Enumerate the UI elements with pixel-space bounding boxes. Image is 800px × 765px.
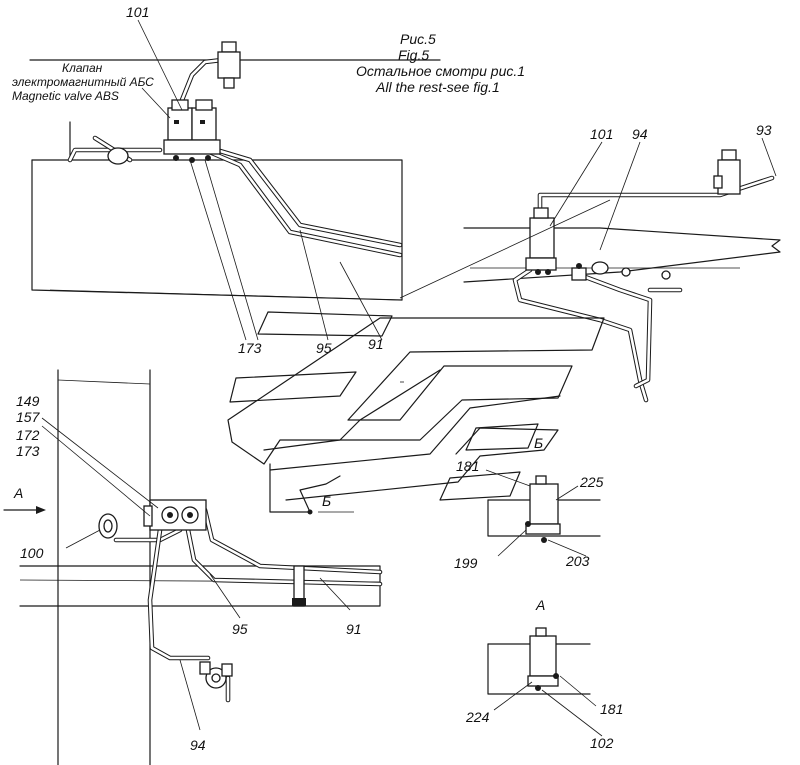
valve-note-en: Magnetic valve ABS: [12, 89, 119, 103]
valve-note-ru-2: электромагнитный АБС: [12, 75, 154, 89]
side-rail: [19, 565, 381, 607]
valve-note: Клапан электромагнитный АБС Magnetic val…: [12, 61, 154, 103]
caption-ru: Рис.5: [400, 31, 436, 47]
plate-top: [257, 311, 393, 337]
callout-224: 224: [465, 709, 490, 725]
detail-b-frame: [487, 499, 601, 537]
chassis-perspective: Б Б: [227, 199, 611, 515]
valve-connector-right: [195, 99, 213, 111]
arrow-a: [3, 506, 46, 514]
plate-mid: [229, 371, 357, 403]
callout-91-bottom: 91: [346, 621, 362, 637]
valve-base: [163, 139, 221, 155]
callout-95-bottom: 95: [232, 621, 248, 637]
caption-rest-en: All the rest-see fig.1: [375, 79, 500, 95]
chassis-outline: [227, 317, 605, 465]
callout-199: 199: [454, 555, 478, 571]
chassis-inner: [263, 369, 441, 451]
view-mark-a: А: [535, 597, 545, 613]
leaders-top-left: [137, 19, 383, 341]
callout-172: 172: [16, 427, 40, 443]
rail-clamp: [292, 565, 306, 607]
frame-beam-top: [31, 159, 403, 301]
view-mark-b-top: Б: [534, 435, 543, 451]
pipe-clamp-bottom: [98, 513, 118, 539]
abs-valve-left: [167, 107, 193, 141]
callout-102: 102: [590, 735, 614, 751]
view-top-left: 101 173 95 91 Клапан электромагнитный АБ…: [12, 4, 441, 356]
view-bottom-left: А 149 157 172 173 100 95 91 94: [3, 369, 383, 765]
callout-93: 93: [756, 122, 772, 138]
fitting: [205, 155, 211, 161]
pressure-sensor-top: [217, 41, 241, 89]
callout-101: 101: [126, 4, 149, 20]
frame-beam: [31, 159, 403, 301]
callout-94-bottom: 94: [190, 737, 206, 753]
pipe-clamp: [107, 147, 129, 165]
fitting: [173, 155, 179, 161]
chassis-front: [269, 463, 341, 513]
valve-note-ru: Клапан: [62, 61, 103, 75]
valve-marking: [200, 120, 205, 124]
view-top-right: 101 94 93: [463, 122, 781, 403]
plate-right-1: [465, 423, 539, 451]
fitting: [189, 157, 195, 163]
detail-b-valve: [529, 483, 559, 525]
detail-a: А 224 181 102: [465, 597, 623, 751]
callout-95: 95: [316, 340, 332, 356]
valve-marking: [174, 120, 179, 124]
callout-173: 173: [238, 340, 262, 356]
abs-valve-bottom: [143, 499, 207, 531]
callout-91: 91: [368, 336, 384, 352]
callout-101-right: 101: [590, 126, 613, 142]
frame-beam-right: [463, 227, 781, 283]
pipes-top-left: [67, 57, 403, 258]
abs-valve-right-view: [525, 207, 557, 275]
abs-valve-assembly: [163, 99, 221, 163]
callout-181-a: 181: [600, 701, 623, 717]
leaders-top-right: [549, 137, 777, 251]
plate-right-2: [439, 471, 521, 501]
frame-beam-edge: [49, 289, 401, 301]
callout-225: 225: [579, 474, 604, 490]
detail-a-frame: [487, 643, 591, 695]
callout-203: 203: [565, 553, 590, 569]
pressure-sensor-right: [713, 149, 741, 195]
caption-en: Fig.5: [398, 47, 429, 63]
view-mark-b-left: Б: [322, 493, 331, 509]
callout-94-right: 94: [632, 126, 648, 142]
callout-181-b: 181: [456, 458, 479, 474]
pipes-top-right: [512, 175, 775, 403]
detail-b: 181 225 199 203: [454, 458, 604, 571]
pressure-sensor-bottom: [199, 661, 233, 689]
callout-173-bottom: 173: [16, 443, 40, 459]
detail-a-valve: [529, 635, 557, 677]
view-arrow-a: А: [13, 485, 23, 501]
leaders-bottom-left: [41, 417, 351, 731]
chassis-inner-2: [269, 395, 561, 471]
caption-rest-ru: Остальное смотри рис.1: [356, 63, 525, 79]
callout-149: 149: [16, 393, 40, 409]
callout-157: 157: [16, 409, 41, 425]
figure-caption: Рис.5 Fig.5 Остальное смотри рис.1 All t…: [356, 31, 525, 95]
fitting-right: [571, 261, 609, 281]
callout-100: 100: [20, 545, 44, 561]
pipes-bottom-left: [113, 507, 383, 703]
